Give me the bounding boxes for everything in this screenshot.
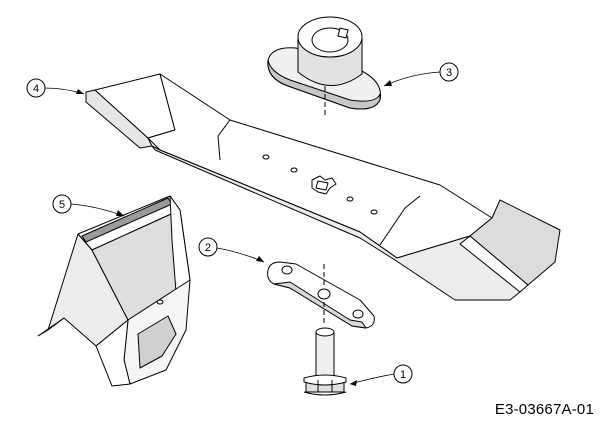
mower-blade [85, 73, 561, 301]
callout-4: 4 [26, 78, 85, 98]
callout-1: 1 [349, 364, 413, 386]
bolt [303, 302, 347, 396]
callout-number: 3 [446, 67, 452, 79]
mulching-plug [37, 195, 191, 387]
callout-3: 3 [383, 62, 459, 87]
callout-5: 5 [52, 194, 125, 217]
callout-2: 2 [198, 237, 265, 263]
blade-hub [267, 16, 382, 116]
callout-number: 4 [33, 83, 39, 95]
callout-number: 2 [205, 242, 211, 254]
drawing-number: E3-03667A-01 [494, 401, 594, 418]
callout-number: 1 [400, 369, 406, 381]
callout-number: 5 [59, 199, 65, 211]
blade-adapter-plate [267, 261, 375, 329]
